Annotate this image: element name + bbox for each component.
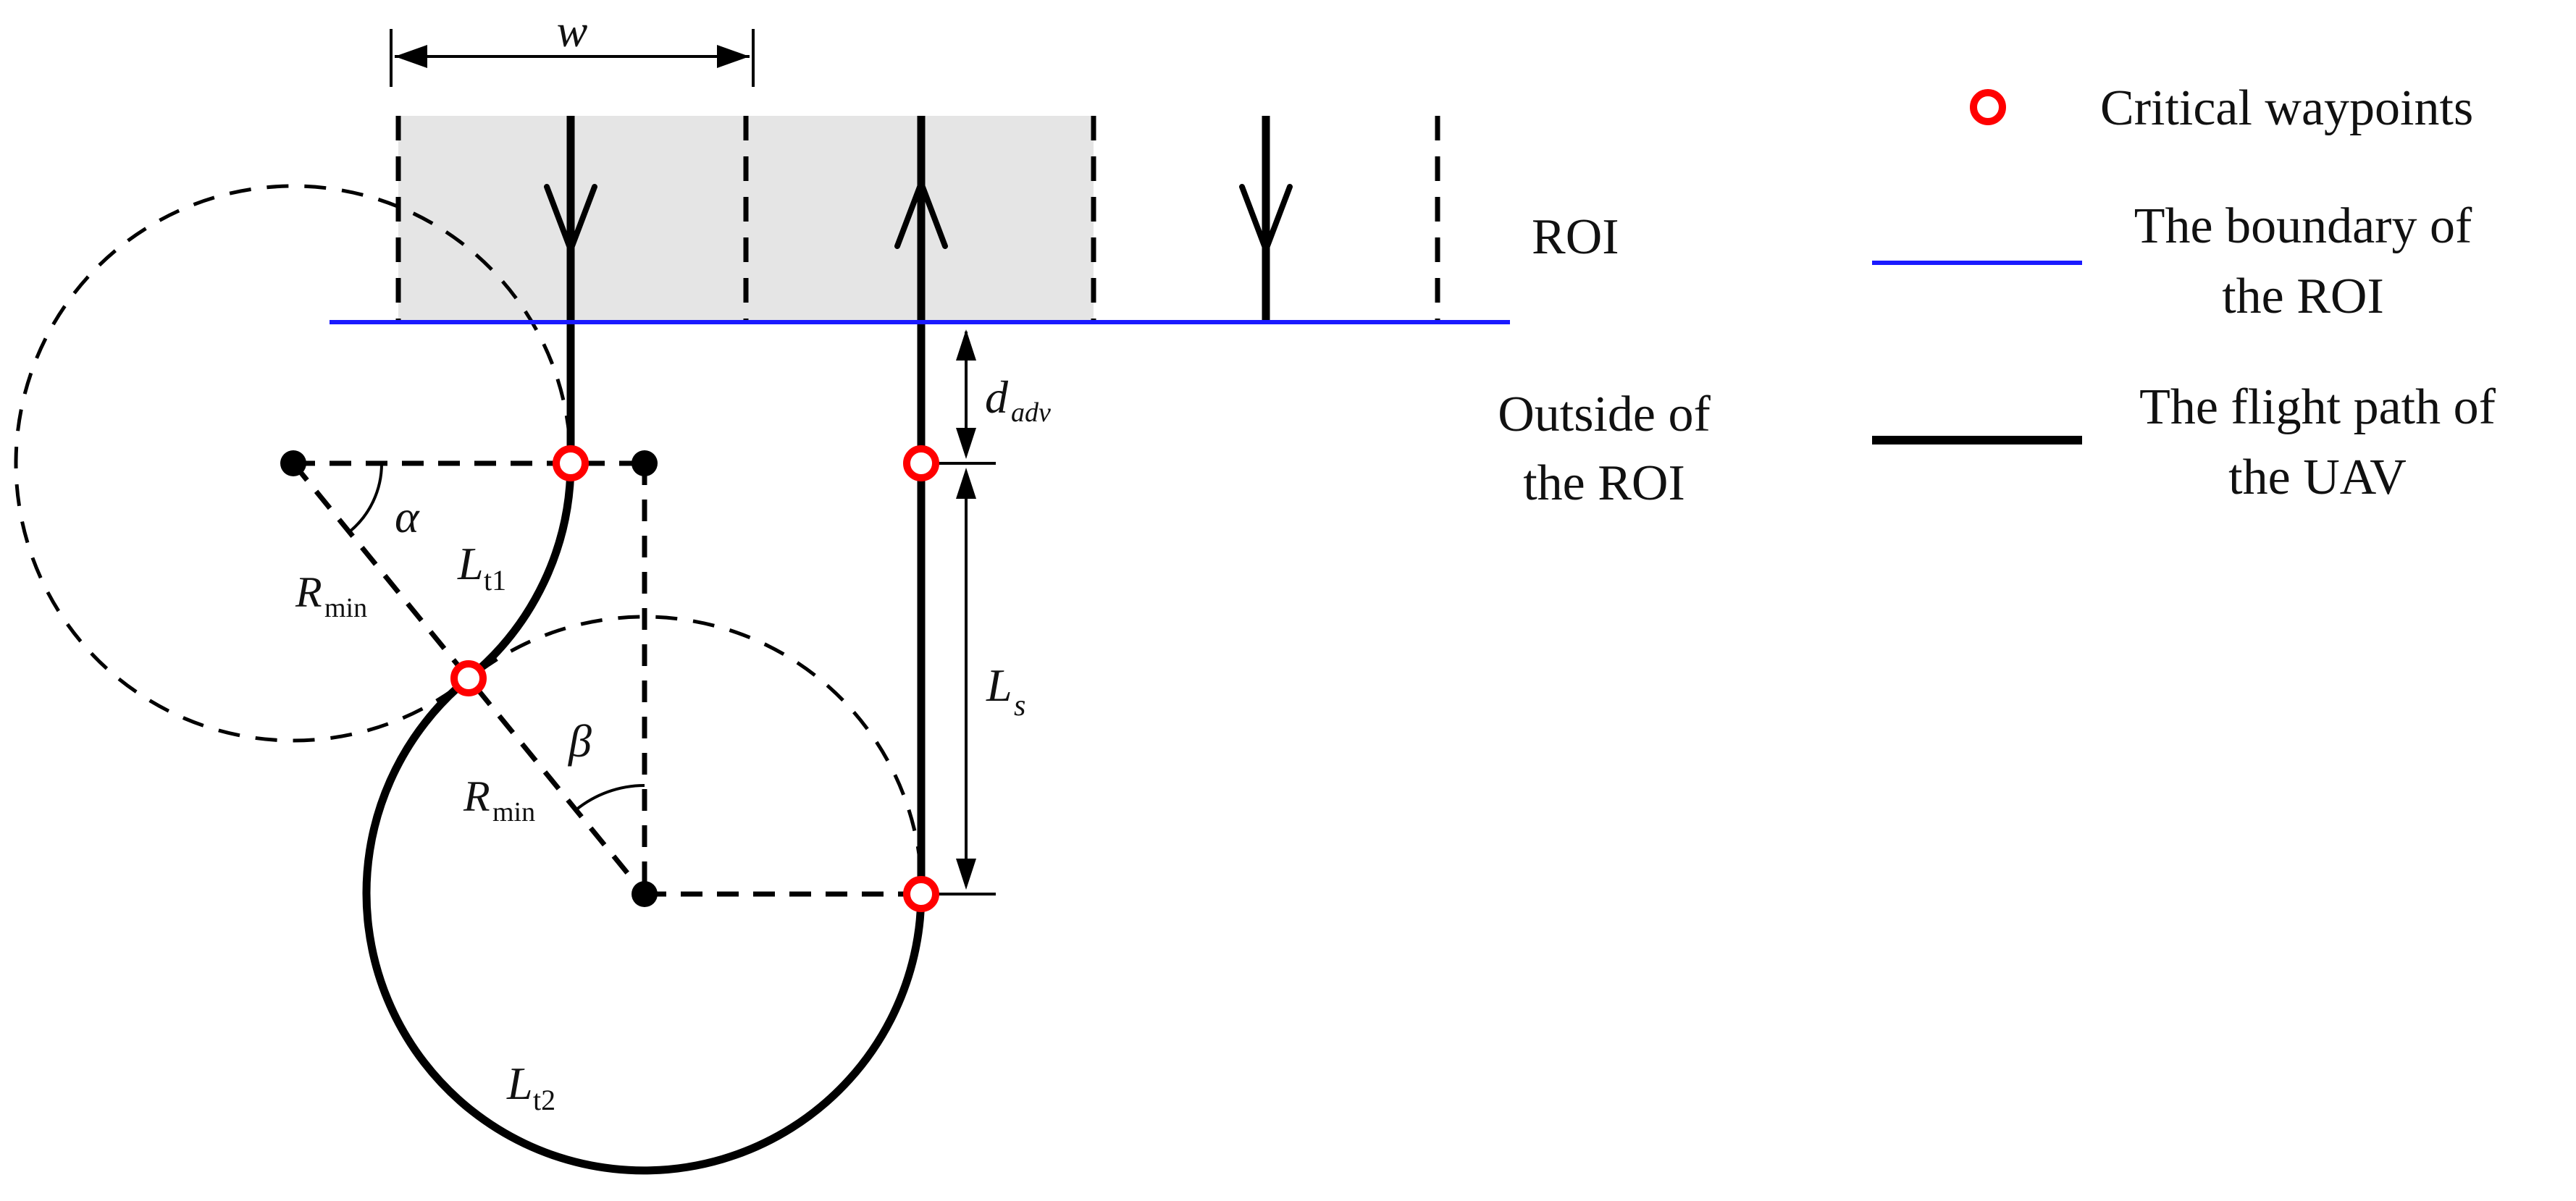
outside-roi-label-line2: the ROI — [1523, 455, 1685, 511]
svg-text:L: L — [986, 660, 1012, 711]
r-min-label-lower: R min — [463, 772, 535, 827]
waypoint-tangent — [450, 660, 487, 696]
ls-label: L s — [986, 660, 1025, 722]
legend-boundary-label-line2: the ROI — [2222, 269, 2384, 324]
legend-flight-path-label-line2: the UAV — [2228, 450, 2407, 505]
legend-waypoint-marker — [1970, 89, 2006, 125]
svg-text:L: L — [506, 1058, 533, 1109]
alpha-angle-arc — [348, 463, 384, 534]
critical-waypoints — [450, 445, 939, 912]
dadv-label: d adv — [985, 371, 1051, 428]
waypoint-turn-start — [553, 445, 589, 481]
svg-text:min: min — [324, 593, 367, 623]
width-dimension — [390, 29, 755, 87]
auxiliary-point — [632, 450, 658, 476]
alpha-label: α — [395, 491, 420, 542]
center-point-lower — [632, 881, 658, 907]
legend-flight-path-label-line1: The flight path of — [2139, 379, 2496, 435]
center-point-upper — [280, 450, 306, 476]
beta-label: β — [567, 715, 592, 767]
waypoint-entry — [903, 445, 939, 481]
lt2-label: L t2 — [506, 1058, 555, 1116]
svg-text:L: L — [457, 538, 484, 589]
distance-dimensions — [936, 329, 996, 896]
svg-text:R: R — [463, 772, 490, 820]
svg-text:t2: t2 — [533, 1084, 555, 1116]
roi-label: ROI — [1532, 209, 1619, 265]
svg-text:s: s — [1014, 689, 1025, 722]
outside-roi-label-line1: Outside of — [1498, 387, 1711, 442]
legend-critical-waypoints-label: Critical waypoints — [2100, 80, 2473, 136]
roi-strip-boundaries — [395, 116, 1440, 322]
flight-path — [362, 116, 1270, 1175]
construction-lines — [291, 460, 921, 897]
svg-text:t1: t1 — [484, 564, 506, 597]
svg-text:min: min — [492, 797, 535, 827]
svg-text:adv: adv — [1011, 397, 1051, 428]
waypoint-turn-end — [903, 876, 939, 912]
lt1-label: L t1 — [457, 538, 506, 597]
width-label: w — [557, 5, 588, 56]
svg-text:R: R — [295, 568, 322, 616]
svg-text:d: d — [985, 371, 1009, 423]
legend-boundary-label-line1: The boundary of — [2134, 198, 2472, 254]
beta-angle-arc — [574, 784, 645, 812]
legend: Critical waypoints The boundary of the R… — [1872, 80, 2496, 505]
direction-arrows — [544, 174, 1293, 258]
r-min-label-upper: R min — [295, 568, 367, 623]
